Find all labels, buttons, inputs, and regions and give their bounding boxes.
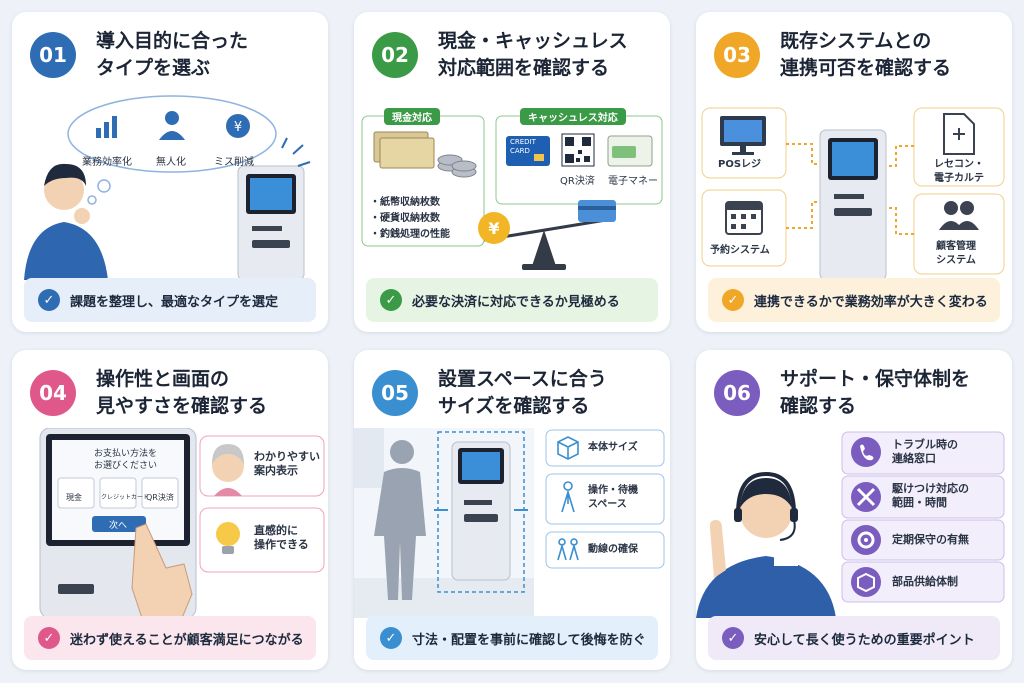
summary-bar: ✓ 迷わず使えることが顧客満足につながる bbox=[24, 616, 316, 660]
summary-bar: ✓ 必要な決済に対応できるか見極める bbox=[366, 278, 658, 322]
e-money-label: 電子マネー bbox=[608, 176, 658, 187]
check-icon: ✓ bbox=[722, 289, 744, 311]
check-operation-space: 操作・待機 スペース bbox=[588, 485, 638, 510]
kiosk-icon bbox=[451, 441, 511, 581]
chart-icon bbox=[96, 116, 117, 138]
check-traffic-flow: 動線の確保 bbox=[588, 544, 638, 555]
thought-bubble-scene: ¥ bbox=[24, 95, 311, 281]
customer-management-label: 顧客管理 システム bbox=[936, 241, 976, 266]
card-06: 06 サポート・保守体制を 確認する bbox=[696, 350, 1012, 670]
system-integration-illustration: POSレジ 予約システム レセコン・ 電子カルテ 顧客管理 システム bbox=[696, 90, 1012, 281]
installation-space-illustration: 本体サイズ 操作・待機 スペース 動線の確保 bbox=[354, 428, 670, 618]
banknotes-icon bbox=[373, 131, 435, 169]
check-icon: ✓ bbox=[38, 627, 60, 649]
parts-box-icon bbox=[851, 567, 881, 597]
lightbulb-icon bbox=[216, 522, 240, 554]
card-01: 01 導入目的に合った タイプを選ぶ ¥ bbox=[12, 12, 328, 332]
bubble-label-unmanned: 無人化 bbox=[156, 157, 186, 168]
hand-pointer-icon bbox=[131, 523, 193, 619]
purpose-illustration: ¥ 業務効率化 無人化 ミス削減 bbox=[12, 90, 328, 281]
support-agent-icon bbox=[696, 471, 836, 618]
qr-payment-label: QR決済 bbox=[560, 176, 595, 187]
person-silhouette-icon bbox=[374, 440, 426, 600]
card-title: 設置スペースに合う サイズを確認する bbox=[438, 368, 607, 417]
card-02: 02 現金・キャッシュレス 対応範囲を確認する bbox=[354, 12, 670, 332]
payment-illustration: ¥ 現金対応 キャッシュレス対応 ・紙幣収納枚数 ・硬貨収納枚数 ・釣銭処理の性… bbox=[354, 90, 670, 280]
summary-bar: ✓ 寸法・配置を事前に確認して後悔を防ぐ bbox=[366, 616, 658, 660]
cash-item: ・釣銭処理の性能 bbox=[370, 229, 450, 240]
card-04: 04 操作性と画面の 見やすさを確認する bbox=[12, 350, 328, 670]
support-parts: 部品供給体制 bbox=[892, 575, 958, 588]
box-icon bbox=[557, 436, 579, 460]
person-icon bbox=[159, 111, 185, 140]
balance-scale-icon: ¥ bbox=[478, 200, 616, 270]
pos-register-label: POSレジ bbox=[718, 159, 762, 170]
cashless-support-label: キャッシュレス対応 bbox=[520, 108, 626, 125]
cash-support-label: 現金対応 bbox=[384, 108, 440, 125]
card-title: サポート・保守体制を 確認する bbox=[780, 368, 971, 417]
step-number: 04 bbox=[30, 370, 76, 416]
qr-code-icon bbox=[561, 133, 595, 167]
credit-card-icon bbox=[506, 136, 550, 166]
monitor-icon bbox=[720, 116, 766, 155]
walking-people-icon bbox=[557, 538, 579, 561]
screen-prompt: お支払い方法を お選びください bbox=[94, 449, 158, 471]
cash-item: ・硬貨収納枚数 bbox=[370, 213, 440, 224]
bubble-label-reduce-errors: ミス削減 bbox=[214, 157, 254, 168]
card-05: 05 設置スペースに合う サイズを確認する bbox=[354, 350, 670, 670]
gear-icon bbox=[851, 525, 881, 555]
tools-icon bbox=[851, 482, 881, 512]
cash-item: ・紙幣収納枚数 bbox=[370, 197, 440, 208]
svg-text:¥: ¥ bbox=[488, 219, 499, 238]
kiosk-icon bbox=[819, 129, 887, 281]
card-03: 03 既存システムとの 連携可否を確認する bbox=[696, 12, 1012, 332]
receipt-ehr-label: レセコン・ 電子カルテ bbox=[934, 159, 984, 184]
elderly-woman-icon bbox=[212, 444, 244, 496]
standing-person-icon bbox=[561, 481, 575, 513]
reservation-system-label: 予約システム bbox=[710, 245, 770, 256]
check-body-size: 本体サイズ bbox=[588, 442, 638, 453]
support-contact: トラブル時の 連絡窓口 bbox=[892, 438, 958, 465]
support-onsite: 駆けつけ対応の 範囲・時間 bbox=[892, 482, 969, 509]
step-number: 06 bbox=[714, 370, 760, 416]
summary-bar: ✓ 連携できるかで業務効率が大きく変わる bbox=[708, 278, 1000, 322]
yen-icon: ¥ bbox=[226, 114, 250, 138]
e-money-card-icon bbox=[607, 135, 653, 167]
step-number: 02 bbox=[372, 32, 418, 78]
users-icon bbox=[939, 201, 979, 230]
thinking-man-icon bbox=[24, 163, 108, 280]
bubble-label-efficiency: 業務効率化 bbox=[82, 157, 132, 168]
screen-option-qr[interactable]: QR決済 bbox=[146, 493, 174, 502]
step-number: 05 bbox=[372, 370, 418, 416]
screen-next-button[interactable]: 次へ bbox=[109, 521, 128, 531]
usability-illustration: お支払い方法を お選びください 現金 クレジットカード QR決済 次へ わかりや… bbox=[12, 427, 328, 619]
screen-option-credit[interactable]: クレジットカード bbox=[101, 494, 150, 501]
card-title: 導入目的に合った タイプを選ぶ bbox=[96, 30, 249, 79]
check-icon: ✓ bbox=[380, 627, 402, 649]
calendar-icon bbox=[725, 201, 763, 235]
tip-clear-guidance: わかりやすい 案内表示 bbox=[254, 450, 320, 477]
tip-intuitive: 直感的に 操作できる bbox=[254, 524, 309, 551]
card-title: 現金・キャッシュレス 対応範囲を確認する bbox=[438, 30, 628, 79]
svg-text:¥: ¥ bbox=[234, 120, 242, 135]
card-title: 既存システムとの 連携可否を確認する bbox=[780, 30, 952, 79]
coins-icon bbox=[437, 154, 477, 178]
support-maintenance: 定期保守の有無 bbox=[892, 533, 969, 546]
step-number: 03 bbox=[714, 32, 760, 78]
support-illustration: トラブル時の 連絡窓口 駆けつけ対応の 範囲・時間 定期保守の有無 部品供給体制 bbox=[696, 428, 1012, 618]
kiosk-icon bbox=[237, 165, 305, 281]
summary-bar: ✓ 課題を整理し、最適なタイプを選定 bbox=[24, 278, 316, 322]
document-icon bbox=[943, 113, 975, 155]
check-icon: ✓ bbox=[722, 627, 744, 649]
card-title: 操作性と画面の 見やすさを確認する bbox=[96, 368, 268, 417]
phone-icon bbox=[851, 437, 881, 467]
screen-option-cash[interactable]: 現金 bbox=[66, 493, 82, 502]
card-text: CREDIT CARD bbox=[510, 138, 536, 155]
step-number: 01 bbox=[30, 32, 76, 78]
check-icon: ✓ bbox=[380, 289, 402, 311]
check-icon: ✓ bbox=[38, 289, 60, 311]
summary-bar: ✓ 安心して長く使うための重要ポイント bbox=[708, 616, 1000, 660]
